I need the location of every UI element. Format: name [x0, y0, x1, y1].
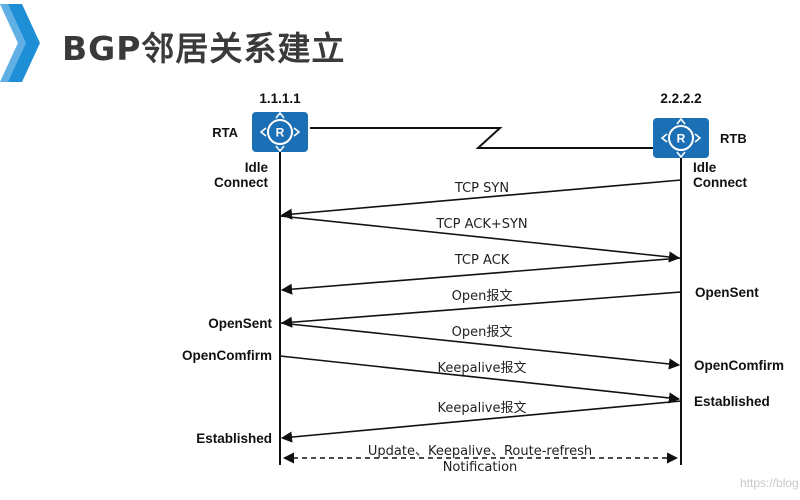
- msg-tcp-ack-arrow: [280, 257, 682, 295]
- msg-tcp-syn-label: TCP SYN: [454, 181, 509, 196]
- rtb-state-idle: Idle: [693, 160, 717, 175]
- rta-state-connect: Connect: [214, 175, 269, 190]
- msg-tcp-ack-syn-arrow: [279, 215, 681, 263]
- msg-tcp-ack-label: TCP ACK: [454, 253, 510, 268]
- router-rtb-ip: 2.2.2.2: [660, 91, 701, 106]
- router-rta-icon: [251, 111, 309, 153]
- msg-open-rta-arrow: [279, 322, 681, 370]
- title-chevron-icon: [0, 4, 40, 82]
- router-rta-name: RTA: [212, 125, 238, 140]
- msg-keepalive-rta-arrow: [279, 355, 681, 404]
- msg-keepalive-rtb-label: Keepalive报文: [437, 401, 526, 416]
- msg-tcp-ack-syn-label: TCP ACK+SYN: [435, 217, 527, 232]
- msg-tcp-syn-arrow: [280, 179, 682, 220]
- rta-state-idle: Idle: [245, 160, 269, 175]
- update-exchange-label: Update、Keepalive、Route-refresh: [368, 444, 592, 459]
- msg-open-rtb-label: Open报文: [452, 289, 513, 304]
- rta-state-established: Established: [196, 431, 272, 446]
- router-rtb-name: RTB: [720, 131, 747, 146]
- rtb-state-connect: Connect: [693, 175, 748, 190]
- msg-open-rta-label: Open报文: [452, 325, 513, 340]
- rta-state-openconfirm: OpenComfirm: [182, 348, 272, 363]
- rta-state-opensent: OpenSent: [208, 316, 272, 331]
- notification-label: Notification: [443, 460, 518, 475]
- msg-open-rtb-arrow: [280, 291, 682, 328]
- router-link: [310, 127, 655, 149]
- slide-title: BGP邻居关系建立: [62, 29, 346, 68]
- msg-keepalive-rtb-arrow: [280, 400, 682, 443]
- router-rta-ip: 1.1.1.1: [259, 91, 301, 106]
- rtb-state-opensent: OpenSent: [695, 285, 759, 300]
- rtb-state-openconfirm: OpenComfirm: [694, 358, 784, 373]
- rtb-state-established: Established: [694, 394, 770, 409]
- msg-keepalive-rta-label: Keepalive报文: [437, 361, 526, 376]
- router-rtb-icon: [652, 117, 710, 159]
- watermark-text: https://blog.csdn.net: [740, 476, 800, 490]
